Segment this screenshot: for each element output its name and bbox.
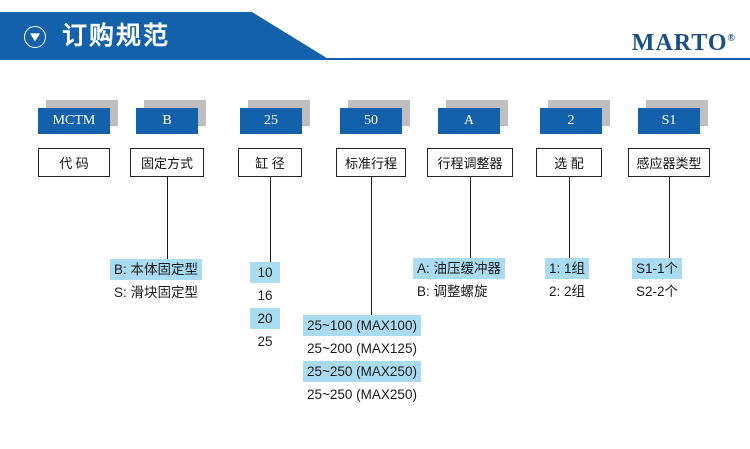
option-item: B: 本体固定型 <box>110 259 203 280</box>
connector-line-5 <box>470 177 471 258</box>
option-item: 25~100 (MAX100) <box>303 315 421 336</box>
connector-line-6 <box>569 177 570 258</box>
code-box-6: 2 <box>540 108 602 134</box>
code-box-7: S1 <box>638 108 700 134</box>
option-item: 25 <box>257 334 273 349</box>
header-rule <box>0 58 750 60</box>
brand-name: MARTO <box>631 30 728 56</box>
connector-line-2 <box>167 177 168 259</box>
brand-logo: MARTO® <box>632 30 736 57</box>
option-item: 1: 1组 <box>545 258 590 279</box>
option-item: 25~250 (MAX250) <box>307 387 417 402</box>
code-box-5: A <box>438 108 500 134</box>
code-box-4: 50 <box>340 108 402 134</box>
label-box-1: 代 码 <box>38 148 110 177</box>
label-box-2: 固定方式 <box>130 148 204 177</box>
registered-mark-icon: ® <box>727 33 736 44</box>
option-item: 20 <box>250 308 280 329</box>
label-box-7: 感应器类型 <box>628 148 710 177</box>
code-box-1: MCTM <box>38 108 110 134</box>
option-item: 2: 2组 <box>549 284 586 299</box>
option-item: S1-1个 <box>632 258 683 279</box>
option-item: 10 <box>250 262 280 283</box>
page-title: 订购规范 <box>62 22 171 50</box>
circled-down-triangle-icon <box>24 26 46 48</box>
option-item: 25~250 (MAX250) <box>303 361 421 382</box>
option-item: S2-2个 <box>636 284 679 299</box>
option-item: B: 调整螺旋 <box>417 284 488 299</box>
option-item: 16 <box>257 288 273 303</box>
connector-line-4 <box>371 177 372 315</box>
option-item: S: 滑块固定型 <box>114 285 199 300</box>
label-box-3: 缸 径 <box>238 148 302 177</box>
option-item: 25~200 (MAX125) <box>307 341 417 356</box>
label-box-5: 行程调整器 <box>427 148 513 177</box>
code-box-3: 25 <box>240 108 302 134</box>
label-box-4: 标准行程 <box>336 148 406 177</box>
label-box-6: 选 配 <box>536 148 602 177</box>
code-box-2: B <box>136 108 198 134</box>
connector-line-7 <box>669 177 670 258</box>
connector-line-3 <box>270 177 271 262</box>
option-item: A: 油压缓冲器 <box>413 258 506 279</box>
